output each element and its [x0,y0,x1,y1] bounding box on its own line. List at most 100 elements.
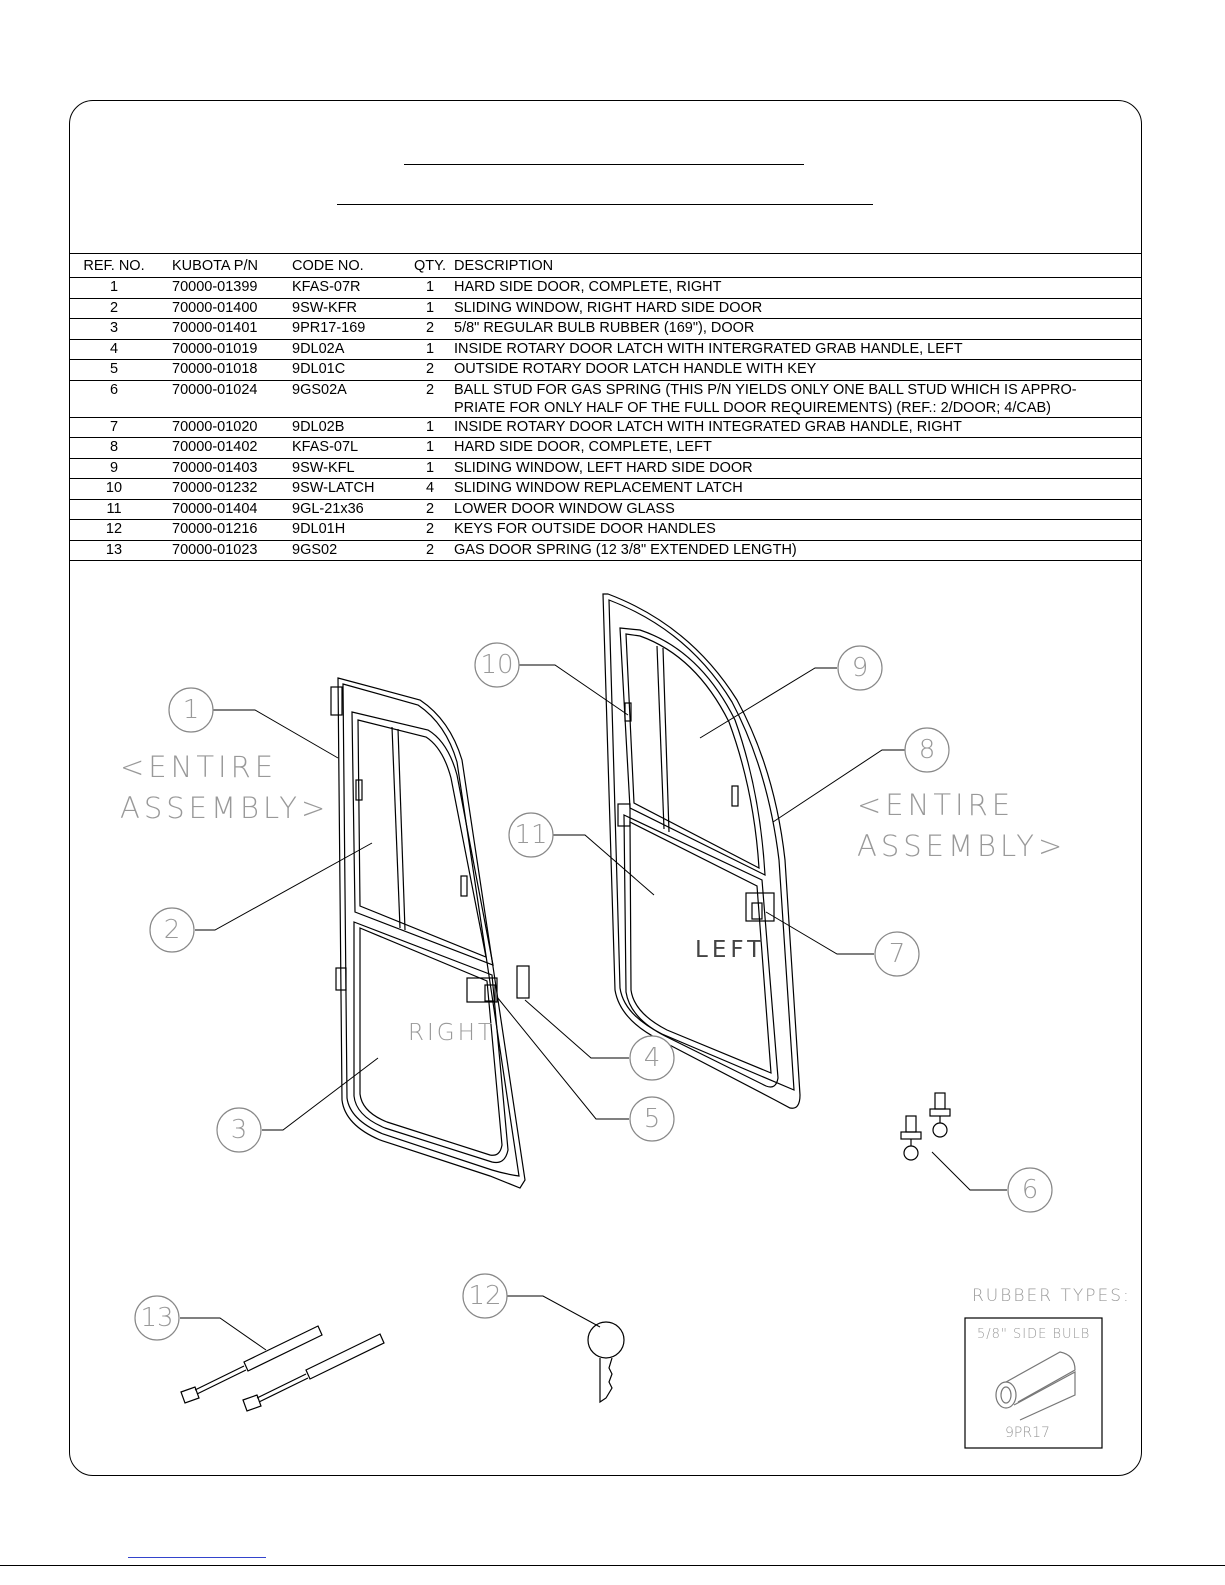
description-line-2: PRIATE FOR ONLY HALF OF THE FULL DOOR RE… [454,399,1051,416]
side-bulb-label: 5/8" SIDE BULB [977,1327,1090,1342]
header-kubota-pn: KUBOTA P/N [172,258,258,274]
key-drawing [587,1321,625,1404]
cell-kubota-pn: 70000-01018 [158,359,290,380]
entire-label-left-2: ASSEMBLY> [857,829,1066,863]
header-code: CODE NO. [292,258,364,274]
cell-description: OUTSIDE ROTARY DOOR LATCH HANDLE WITH KE… [452,359,1141,380]
cell-description: LOWER DOOR WINDOW GLASS [452,498,1141,520]
cell-ref: 1 [70,277,158,298]
gas-spring-drawing [180,1325,385,1412]
cell-ref: 5 [70,359,158,380]
cell-kubota-pn: 70000-01399 [158,277,290,298]
cell-code: 9DL02B [290,416,408,438]
cell-description: INSIDE ROTARY DOOR LATCH WITH INTEGRATED… [452,416,1141,438]
cell-code: 9DL01H [290,519,408,540]
ball-stud-drawing [900,1092,951,1161]
cell-qty: 1 [408,437,452,458]
rubber-types-box [964,1317,1103,1449]
cell-code: KFAS-07R [290,277,408,298]
leader-lines [180,664,1007,1351]
rubber-bulb-drawing [995,1351,1076,1421]
cell-description: HARD SIDE DOOR, COMPLETE, LEFT [452,437,1141,458]
cell-description: INSIDE ROTARY DOOR LATCH WITH INTERGRATE… [452,338,1141,360]
callout-13: 13 [140,1303,173,1333]
cell-kubota-pn: 70000-01019 [158,338,290,360]
footer-link-underline[interactable] [128,1557,266,1558]
page-frame [69,100,1142,1476]
cell-code: 9SW-KFL [290,457,408,479]
right-door-label: RIGHT [408,1020,495,1046]
entire-label-left-1: <ENTIRE [857,788,1014,822]
cell-qty: 2 [408,318,452,339]
cell-description: 5/8" REGULAR BULB RUBBER (169"), DOOR [452,318,1141,339]
callout-circles [134,642,1053,1341]
cell-ref: 3 [70,318,158,339]
cell-qty: 2 [408,498,452,520]
cell-qty: 1 [408,457,452,479]
callout-8: 8 [919,735,936,765]
cell-ref: 9 [70,457,158,479]
description-line-1: BALL STUD FOR GAS SPRING (THIS P/N YIELD… [454,381,1077,398]
callout-12: 12 [468,1281,501,1311]
right-door-drawing [330,677,530,1189]
cell-qty: 1 [408,277,452,298]
title-line-1 [404,164,804,165]
cell-ref: 13 [70,539,158,561]
table-header-row: REF. NO. KUBOTA P/N CODE NO. QTY. DESCRI… [70,255,1141,278]
header-ref: REF. NO. [83,258,145,274]
callout-3: 3 [231,1115,248,1145]
title-line-2 [337,204,873,205]
cell-qty: 4 [408,478,452,499]
cell-code: 9SW-LATCH [290,478,408,499]
cell-description: GAS DOOR SPRING (12 3/8" EXTENDED LENGTH… [452,539,1141,561]
cell-kubota-pn: 70000-01020 [158,416,290,438]
callout-4: 4 [644,1043,661,1073]
cell-qty: 1 [408,416,452,438]
callout-6: 6 [1022,1175,1039,1205]
callout-1: 1 [183,695,200,725]
rubber-types-label: RUBBER TYPES: [972,1286,1131,1306]
rubber-code-label: 9PR17 [1005,1425,1050,1441]
cell-description: SLIDING WINDOW REPLACEMENT LATCH [452,478,1141,499]
callout-11: 11 [514,820,547,850]
cell-ref: 7 [70,416,158,438]
cell-kubota-pn: 70000-01232 [158,478,290,499]
cell-kubota-pn: 70000-01216 [158,519,290,540]
cell-ref: 10 [70,478,158,499]
cell-ref: 6 [70,379,158,417]
left-door-label: LEFT [695,937,765,963]
cell-ref: 4 [70,338,158,360]
cell-description: SLIDING WINDOW, LEFT HARD SIDE DOOR [452,457,1141,479]
cell-qty: 2 [408,379,452,417]
header-qty: QTY. [414,258,446,274]
cell-code: 9SW-KFR [290,297,408,319]
cell-code: 9DL01C [290,359,408,380]
header-description: DESCRIPTION [454,258,554,274]
footer-rule [0,1565,1225,1566]
cell-qty: 1 [408,338,452,360]
cell-code: 9GL-21x36 [290,498,408,520]
cell-kubota-pn: 70000-01402 [158,437,290,458]
cell-kubota-pn: 70000-01400 [158,297,290,319]
callout-numbers: 1 2 3 4 5 6 7 8 9 10 11 12 13 [140,650,1038,1333]
cell-kubota-pn: 70000-01404 [158,498,290,520]
cell-description: BALL STUD FOR GAS SPRING (THIS P/N YIELD… [452,379,1141,417]
left-door-drawing [602,593,801,1109]
cell-ref: 12 [70,519,158,540]
cell-code: 9GS02A [290,379,408,417]
callout-2: 2 [164,915,181,945]
cell-qty: 2 [408,359,452,380]
callout-9: 9 [852,653,869,683]
cell-kubota-pn: 70000-01023 [158,539,290,561]
cell-description: SLIDING WINDOW, RIGHT HARD SIDE DOOR [452,297,1141,319]
cell-kubota-pn: 70000-01401 [158,318,290,339]
